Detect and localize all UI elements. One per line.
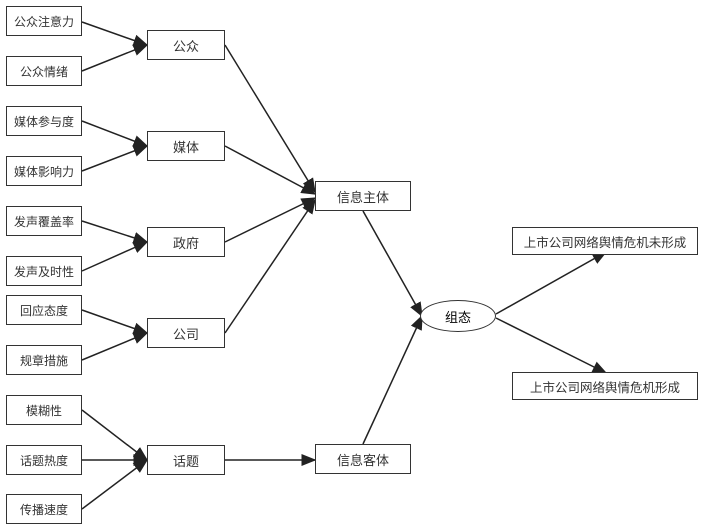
factor-public-emotion: 公众情绪 [6, 56, 82, 86]
info-subject-node: 信息主体 [315, 181, 411, 211]
configuration-node: 组态 [420, 300, 496, 332]
factor-ambiguity: 模糊性 [6, 395, 82, 425]
group-topic: 话题 [147, 445, 225, 475]
group-government: 政府 [147, 227, 225, 257]
factor-voice-timeliness: 发声及时性 [6, 256, 82, 286]
group-public: 公众 [147, 30, 225, 60]
factor-response-attitude: 回应态度 [6, 295, 82, 325]
group-media: 媒体 [147, 131, 225, 161]
factor-media-participation: 媒体参与度 [6, 106, 82, 136]
outcome-formed: 上市公司网络舆情危机形成 [512, 372, 698, 400]
factor-voice-coverage: 发声覆盖率 [6, 206, 82, 236]
factor-spread-speed: 传播速度 [6, 494, 82, 524]
info-object-node: 信息客体 [315, 444, 411, 474]
outcome-not-formed: 上市公司网络舆情危机未形成 [512, 227, 698, 255]
factor-regulation-measures: 规章措施 [6, 345, 82, 375]
group-company: 公司 [147, 318, 225, 348]
factor-media-influence: 媒体影响力 [6, 156, 82, 186]
factor-public-attention: 公众注意力 [6, 6, 82, 36]
factor-topic-heat: 话题热度 [6, 445, 82, 475]
